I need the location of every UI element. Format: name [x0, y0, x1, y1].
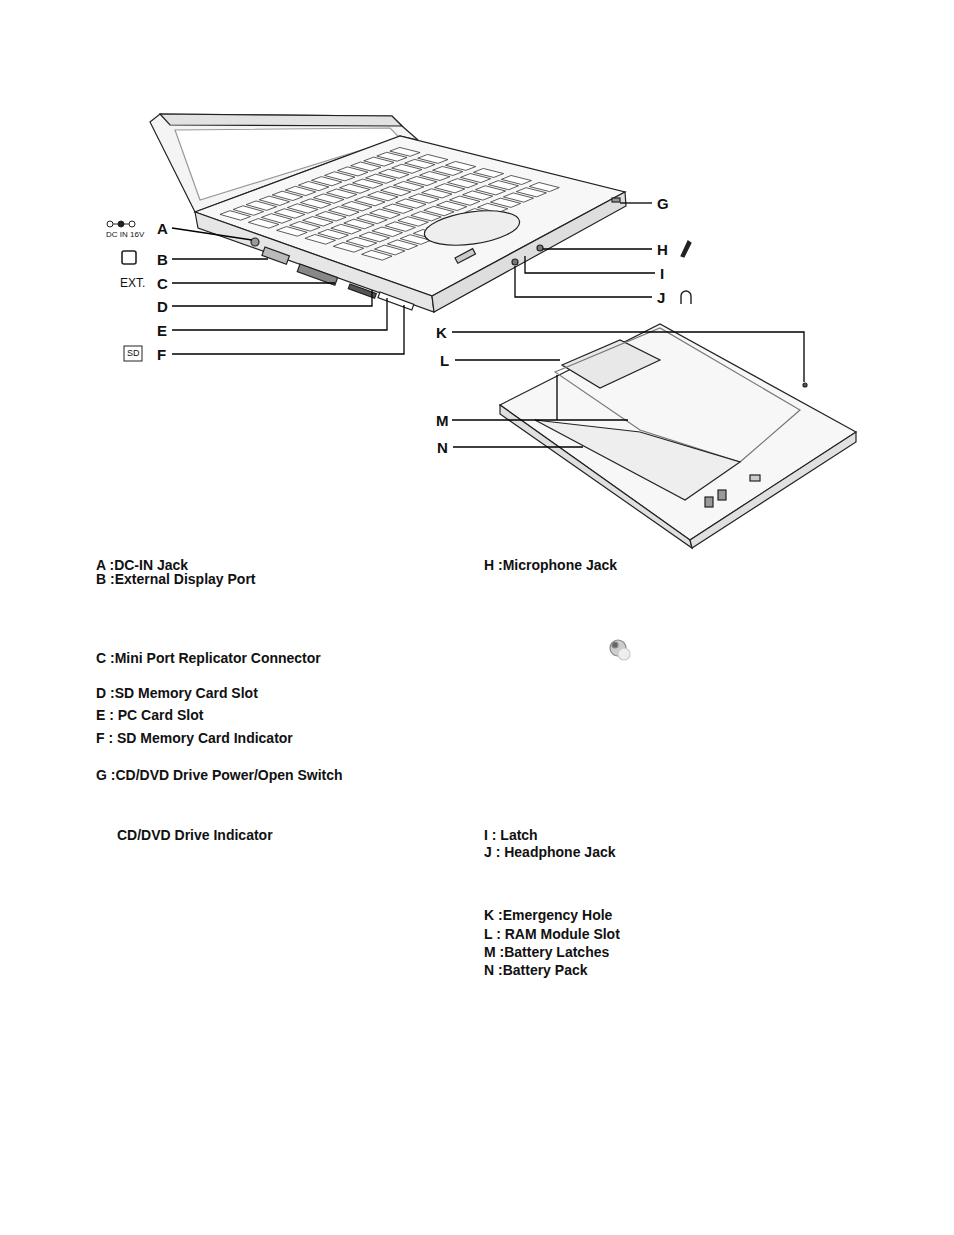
battery — [535, 420, 740, 500]
port — [705, 497, 713, 507]
part-description: M :Battery Latches — [484, 945, 609, 959]
keyboard — [220, 147, 559, 260]
callout-letter: A — [157, 221, 168, 236]
left-side — [195, 212, 434, 312]
part-description: G :CD/DVD Drive Power/Open Switch — [96, 768, 343, 782]
dc-symbol — [107, 221, 135, 227]
mic-jack — [537, 245, 543, 251]
lid-edge — [160, 114, 402, 126]
callout-letter: M — [436, 413, 449, 428]
callout-letter: B — [157, 252, 168, 267]
port-marking: EXT. — [120, 277, 145, 289]
part-description: H :Microphone Jack — [484, 558, 617, 572]
part-description: L : RAM Module Slot — [484, 927, 620, 941]
part-description: C :Mini Port Replicator Connector — [96, 651, 321, 665]
callout-letter: G — [657, 196, 669, 211]
sd-icon — [124, 346, 142, 361]
part-description: E : PC Card Slot — [96, 708, 203, 722]
key — [390, 147, 420, 156]
callout-letter: J — [657, 290, 665, 305]
icon-text: SD — [127, 349, 140, 358]
part-description: CD/DVD Drive Indicator — [117, 828, 273, 842]
callout-letter: I — [660, 266, 664, 281]
port — [750, 475, 760, 481]
dc-jack — [251, 238, 259, 246]
emergency-hole — [803, 383, 807, 387]
callout-letter: D — [157, 299, 168, 314]
callout-letter: N — [437, 440, 448, 455]
part-description: K :Emergency Hole — [484, 908, 612, 922]
leader-lines — [172, 203, 804, 447]
replicator-connector — [297, 264, 337, 285]
ram-cover — [562, 340, 660, 388]
port — [718, 490, 726, 500]
headphone-icon — [681, 291, 691, 304]
underside — [500, 324, 856, 540]
callout-letter: E — [157, 323, 167, 338]
key — [446, 161, 476, 170]
pc-card-slot — [378, 292, 414, 310]
speaker-icon — [610, 640, 630, 660]
key — [418, 154, 448, 163]
key — [501, 175, 531, 184]
part-description: A :DC-IN Jack — [96, 558, 188, 572]
callout-letter: C — [157, 276, 168, 291]
part-description: B :External Display Port — [96, 572, 256, 586]
part-description: I : Latch — [484, 828, 538, 842]
screen — [175, 128, 400, 200]
callout-letter: L — [440, 353, 449, 368]
key — [473, 168, 503, 177]
headphone-jack — [512, 259, 518, 265]
deck — [195, 136, 625, 296]
display-icon — [122, 251, 136, 264]
mic-icon — [681, 241, 691, 257]
drive-switch — [612, 198, 620, 202]
latch — [455, 249, 475, 264]
display-port — [262, 247, 290, 264]
front-side — [432, 192, 626, 312]
part-description: F : SD Memory Card Indicator — [96, 731, 293, 745]
callout-letter: H — [657, 242, 668, 257]
dc-rating: DC IN 16V — [106, 231, 144, 239]
underside-edge — [690, 432, 856, 548]
part-description: N :Battery Pack — [484, 963, 588, 977]
part-description: J : Headphone Jack — [484, 845, 616, 859]
touchpad — [422, 205, 522, 250]
part-description: D :SD Memory Card Slot — [96, 686, 258, 700]
lid — [150, 114, 418, 212]
callout-letter: F — [157, 347, 166, 362]
callout-letter: K — [436, 325, 447, 340]
key — [529, 182, 559, 191]
